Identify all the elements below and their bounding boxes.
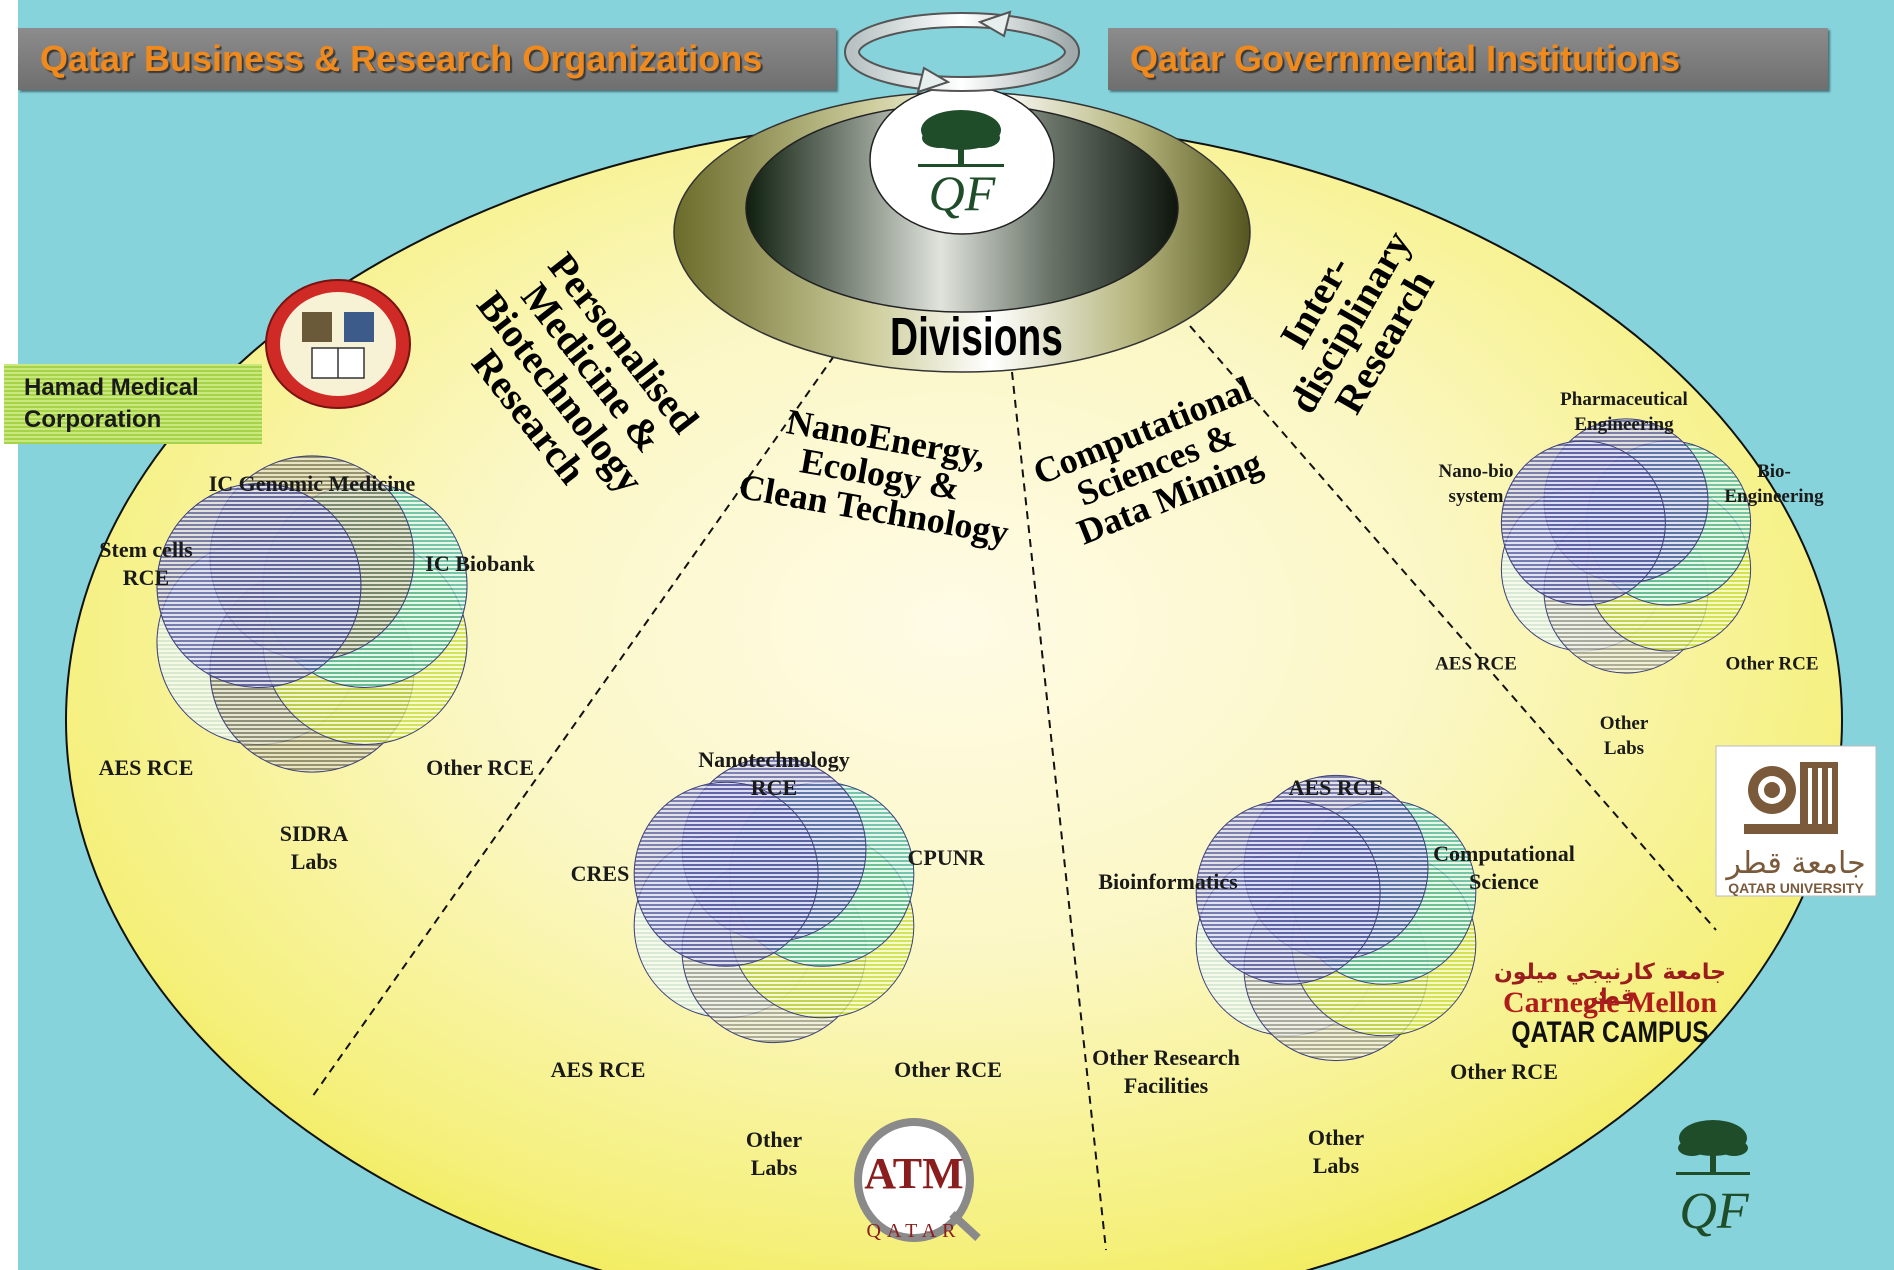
biotech-label-top: IC Genomic Medicine (208, 471, 416, 496)
venn-nano (633, 756, 915, 1044)
inter-label-top: Pharmaceutical Engineering (1560, 387, 1688, 437)
hamad-line-2: Corporation (24, 406, 162, 433)
hamad-medical-seal-icon (265, 279, 411, 409)
venn-nano-circle-5 (633, 781, 819, 967)
header-governmental: Qatar Governmental Institutions (1108, 28, 1828, 90)
biotech-label-bottom-1: SIDRA (279, 821, 349, 846)
inter-label-top-right: Bio- Engineering (1724, 459, 1823, 509)
inter-label-top-right-2: Engineering (1724, 486, 1824, 507)
nano-label-bottom-2: Labs (750, 1155, 798, 1180)
comp-label-bottom-left-1: Other Research (1092, 1045, 1240, 1070)
inter-label-bottom-right: Other RCE (1725, 653, 1819, 675)
inter-label-bottom-left: AES RCE (1435, 653, 1517, 675)
nano-label-top: Nanotechnology RCE (698, 746, 850, 802)
nano-label-top-1: Nanotechnology (698, 747, 850, 772)
texas-am-qatar-logo (854, 1118, 981, 1242)
inter-label-top-left-1: Nano-bio (1438, 461, 1514, 482)
header-business-research-title: Qatar Business & Research Organizations (40, 38, 763, 79)
inter-label-bottom-2: Labs (1603, 738, 1645, 759)
venn-interdisciplinary-circle-5 (1500, 440, 1666, 606)
inter-label-top-right-1: Bio- (1757, 461, 1791, 482)
comp-label-bottom-1: Other (1307, 1125, 1365, 1150)
cycle-arrows-icon (844, 10, 1080, 94)
carnegie-mellon-campus: QATAR CAMPUS (1511, 1016, 1709, 1049)
header-business-research: Qatar Business & Research Organizations (18, 28, 836, 90)
qf-corner-tree-icon (1676, 1120, 1750, 1175)
inter-label-top-2: Engineering (1574, 414, 1674, 435)
comp-label-bottom-left: Other Research Facilities (1092, 1044, 1240, 1100)
biotech-label-bottom-left: AES RCE (98, 755, 194, 780)
comp-label-bottom-left-2: Facilities (1123, 1073, 1209, 1098)
comp-label-bottom-2: Labs (1312, 1153, 1360, 1178)
venn-biotech (156, 455, 468, 773)
inter-label-top-left-2: system (1448, 486, 1504, 507)
qatar-university-arabic: جامعة قطر (1726, 846, 1866, 881)
carnegie-mellon-arabic: جامعة كارنيجي ميلون قطر (1493, 960, 1727, 1010)
comp-label-top-left: Bioinformatics (1098, 869, 1238, 894)
carnegie-mellon-name: Carnegie Mellon (1502, 986, 1718, 1019)
header-governmental-title: Qatar Governmental Institutions (1130, 38, 1681, 79)
comp-label-bottom: Other Labs (1308, 1124, 1364, 1180)
venn-computational-circle-5 (1195, 799, 1381, 985)
nano-label-bottom-left: AES RCE (550, 1057, 646, 1082)
venn-interdisciplinary (1500, 418, 1752, 674)
comp-label-top: AES RCE (1288, 775, 1384, 800)
venn-biotech-circle-5 (156, 482, 362, 688)
divisions-label: Divisions (890, 307, 1063, 367)
nano-label-top-2: RCE (750, 775, 798, 800)
comp-label-top-right-2: Science (1469, 869, 1539, 894)
inter-label-top-1: Pharmaceutical (1560, 389, 1688, 410)
tamu-mark: ATM (864, 1149, 964, 1198)
hamad-line-1: Hamad Medical (24, 374, 199, 401)
biotech-label-top-left: Stem cells RCE (99, 536, 192, 592)
inter-label-bottom-1: Other (1599, 713, 1649, 734)
nano-label-bottom-1: Other (745, 1127, 803, 1152)
venn-computational (1195, 774, 1477, 1062)
nano-label-top-left: CRES (570, 861, 630, 886)
biotech-label-bottom: SIDRA Labs (280, 820, 348, 876)
nano-label-top-right: CPUNR (907, 845, 985, 870)
biotech-label-top-left-2: RCE (122, 565, 170, 590)
comp-label-top-right-1: Computational (1433, 841, 1575, 866)
inter-label-bottom: Other Labs (1600, 711, 1649, 761)
inter-label-top-left: Nano-bio system (1439, 459, 1514, 509)
biotech-label-top-left-1: Stem cells (99, 537, 193, 562)
qf-tree-icon (918, 110, 1004, 167)
qatar-university-english: QATAR UNIVERSITY (1728, 880, 1864, 896)
qf-corner-monogram: QF (1679, 1183, 1749, 1240)
hamad-medical-badge: Hamad Medical Corporation (4, 364, 262, 444)
comp-label-top-right: Computational Science (1433, 840, 1575, 896)
biotech-label-bottom-right: Other RCE (426, 755, 534, 780)
qatar-university-logo (1715, 745, 1877, 897)
comp-label-bottom-right: Other RCE (1450, 1059, 1558, 1084)
nano-label-bottom: Other Labs (746, 1126, 802, 1182)
qf-center-monogram: QF (928, 165, 996, 221)
tamu-word: QATAR (866, 1220, 962, 1242)
biotech-label-bottom-2: Labs (290, 849, 338, 874)
biotech-label-top-right: IC Biobank (425, 551, 535, 576)
nano-label-bottom-right: Other RCE (894, 1057, 1002, 1082)
